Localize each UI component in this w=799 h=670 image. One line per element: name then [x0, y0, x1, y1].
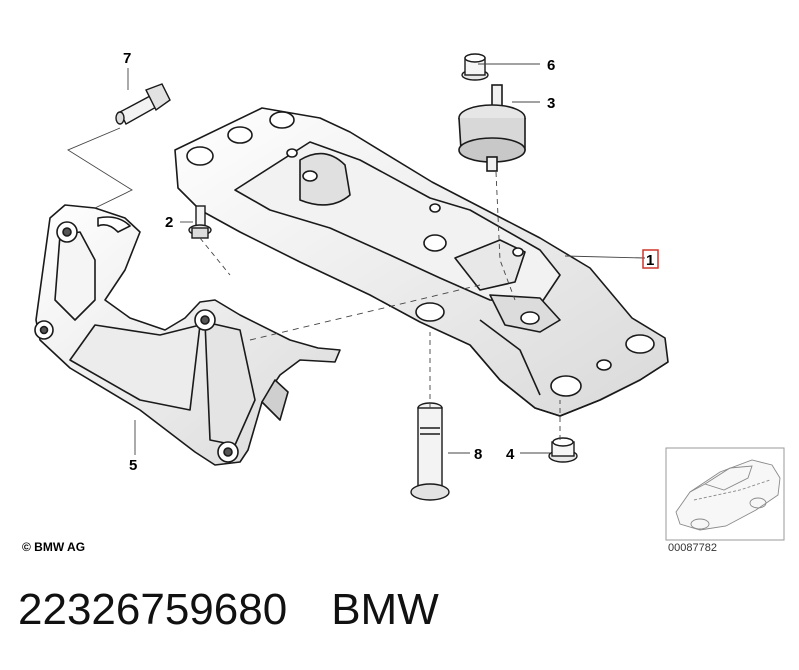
callout-7: 7 [123, 50, 131, 67]
callout-4: 4 [506, 446, 515, 463]
flange-nut-lower [548, 437, 578, 463]
callout-6: 6 [547, 57, 555, 74]
callout-1: 1 [646, 252, 654, 269]
callout-2: 2 [165, 214, 173, 231]
diagram-number: 00087782 [668, 542, 717, 554]
callout-8: 8 [474, 446, 482, 463]
callout-3: 3 [547, 95, 555, 112]
exploded-parts-diagram: 7 6 3 2 1 4 8 5 [34, 50, 785, 541]
vehicle-thumbnail [665, 447, 785, 541]
part-number: 22326759680 [18, 585, 288, 634]
rubber-mount [458, 84, 526, 172]
mount-bracket [34, 204, 341, 466]
callout-1-frame [642, 249, 659, 269]
flange-nut-upper [461, 53, 489, 81]
transmission-crossmember [174, 107, 669, 417]
leader-lines [67, 63, 646, 455]
brand-name: BMW [331, 585, 439, 634]
stud-pin [410, 402, 450, 501]
callout-5: 5 [129, 457, 137, 474]
part-number-line: 22326759680 BMW [18, 585, 439, 635]
copyright-notice: © BMW AG [22, 540, 86, 554]
hex-bolt-upper [115, 83, 171, 125]
